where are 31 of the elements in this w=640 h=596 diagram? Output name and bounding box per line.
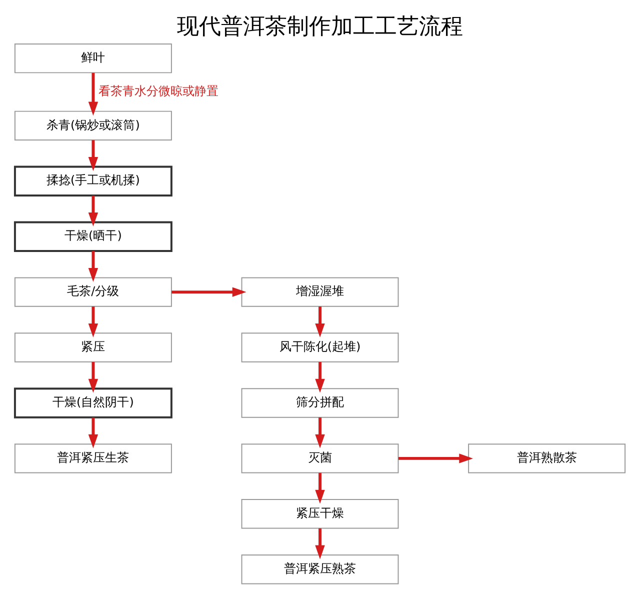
arrow (88, 196, 98, 226)
node-box: 毛茶/分级 (14, 277, 172, 307)
node-box: 紧压干燥 (241, 499, 399, 529)
arrow (88, 140, 98, 171)
arrow (315, 417, 325, 448)
node-box: 增湿渥堆 (241, 277, 399, 307)
arrow (398, 454, 474, 464)
arrow (88, 362, 98, 393)
node-box: 干燥(自然阴干) (14, 388, 172, 418)
node-box: 灭菌 (241, 444, 399, 474)
arrow (88, 417, 98, 448)
node-box: 风干陈化(起堆) (241, 332, 399, 362)
arrow (88, 306, 98, 338)
arrow (315, 472, 325, 504)
arrow (315, 528, 325, 560)
arrow (88, 72, 98, 116)
node-box: 普洱紧压生茶 (14, 444, 172, 474)
arrow (315, 362, 325, 393)
edge-label: 看茶青水分微晾或静置 (98, 84, 218, 98)
node-box: 普洱紧压熟茶 (241, 554, 399, 584)
node-box: 普洱熟散茶 (468, 444, 626, 474)
node-box: 干燥(晒干) (14, 221, 172, 252)
node-box: 杀青(锅炒或滚筒) (14, 110, 172, 141)
arrow (172, 287, 246, 297)
node-box: 揉捻(手工或机揉) (14, 166, 172, 196)
arrow (88, 251, 98, 282)
diagram-title: 现代普洱茶制作加工工艺流程 (177, 14, 463, 40)
arrow (315, 306, 325, 338)
node-box: 鲜叶 (14, 43, 172, 74)
node-box: 紧压 (14, 332, 172, 362)
node-box: 筛分拼配 (241, 388, 399, 418)
